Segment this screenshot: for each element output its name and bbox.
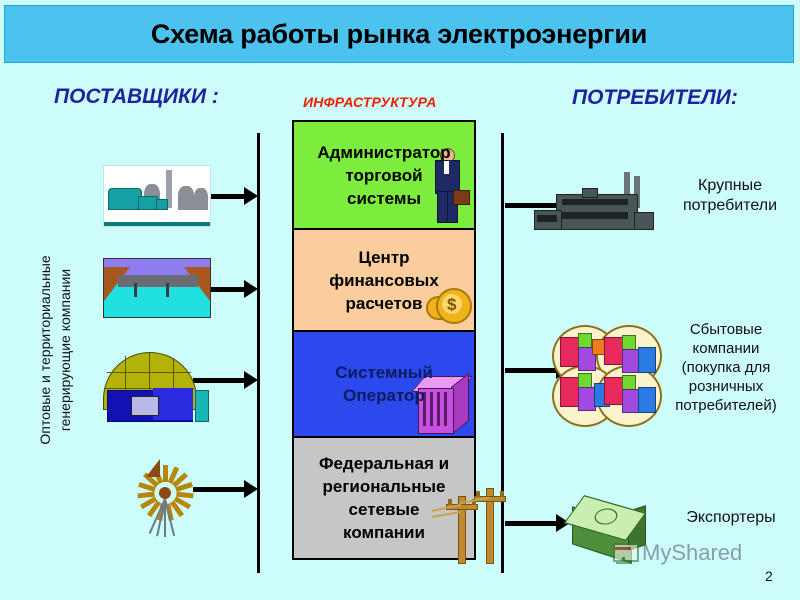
power-pylon-icon [431,480,518,564]
admin-label-line3: системы [346,188,421,208]
operator-label-line1: Системный [335,363,433,382]
hydro-dam-icon [103,258,211,318]
network-label-line3: сетевые [348,500,420,519]
heading-suppliers: ПОСТАВЩИКИ : [54,85,219,108]
watermark: MyShared [612,540,742,566]
label-large-consumers: Крупные потребители [660,176,800,216]
factory-icon [534,170,654,236]
arrow-dam-to-infrastructure [193,280,258,298]
retail-line4: розничных [688,378,764,395]
retail-line5: потребителей) [675,397,777,414]
server-icon [411,372,473,436]
title-bar: Схема работы рынка электроэнергии [4,5,794,63]
admin-label-line1: Администратор [317,142,451,162]
infra-box-trade-system-administrator[interactable]: Администратор торговой системы [292,120,476,230]
divider-line-left [257,133,260,573]
coin-currency-symbol: $ [447,295,457,314]
retail-line2: компании [692,340,760,357]
coin-icon: $ [426,286,472,326]
finance-label-line1: Центр [358,247,410,267]
label-exporters: Экспортеры [662,508,800,528]
nuclear-power-plant-icon [95,350,213,422]
heading-consumers: ПОТРЕБИТЕЛИ: [572,86,738,109]
myshared-presentation-icon [612,541,639,565]
arrow-wind-to-infrastructure [193,480,258,498]
infra-box-admin-label: Администратор торговой системы [311,141,456,210]
thermal-power-plant-icon [103,165,211,227]
large-consumers-line1: Крупные [698,177,762,194]
operator-label-line2: Оператор [343,386,425,405]
exporters-line1: Экспортеры [686,509,776,526]
infra-box-network-label: Федеральная и региональные сетевые компа… [313,452,455,544]
infra-box-operator-label: Системный Оператор [329,361,439,407]
network-label-line1: Федеральная и [318,454,450,473]
windmill-icon [122,455,208,541]
arrow-nuclear-to-infrastructure [193,371,258,389]
retail-line3: (покупка для [681,359,771,376]
page-title: Схема работы рынка электроэнергии [150,18,648,49]
retail-companies-icon [552,325,662,427]
suppliers-vertical-label-line2: генерирующие компании [57,268,73,432]
page-number: 2 [765,568,773,584]
arrow-thermal-to-infrastructure [193,187,258,205]
finance-label-line2: финансовых [329,270,439,290]
businessman-icon [426,146,470,226]
watermark-text: MyShared [642,540,743,565]
suppliers-vertical-label-line1: Оптовые и территориальные [37,255,53,445]
divider-line-right [501,133,504,573]
network-label-line2: региональные [322,477,446,496]
label-retail-companies: Сбытовые компании (покупка для розничных… [652,320,800,415]
suppliers-vertical-label: Оптовые и территориальные генерирующие к… [35,190,75,510]
infra-box-finance-label: Центр финансовых расчетов [323,246,445,315]
arrow-infrastructure-to-retail-companies [505,361,570,379]
admin-label-line2: торговой [345,165,423,185]
infra-box-system-operator[interactable]: Системный Оператор [292,330,476,438]
infra-box-financial-settlement-center[interactable]: Центр финансовых расчетов $ [292,228,476,332]
heading-infrastructure: ИНФРАСТРУКТУРА [303,94,437,110]
network-label-line4: компании [343,523,425,542]
infrastructure-column: Администратор торговой системы Центр фин… [292,120,476,560]
finance-label-line3: расчетов [345,293,423,313]
infra-box-federal-regional-network-companies[interactable]: Федеральная и региональные сетевые компа… [292,436,476,560]
retail-line1: Сбытовые [689,321,763,338]
large-consumers-line2: потребители [682,197,778,214]
